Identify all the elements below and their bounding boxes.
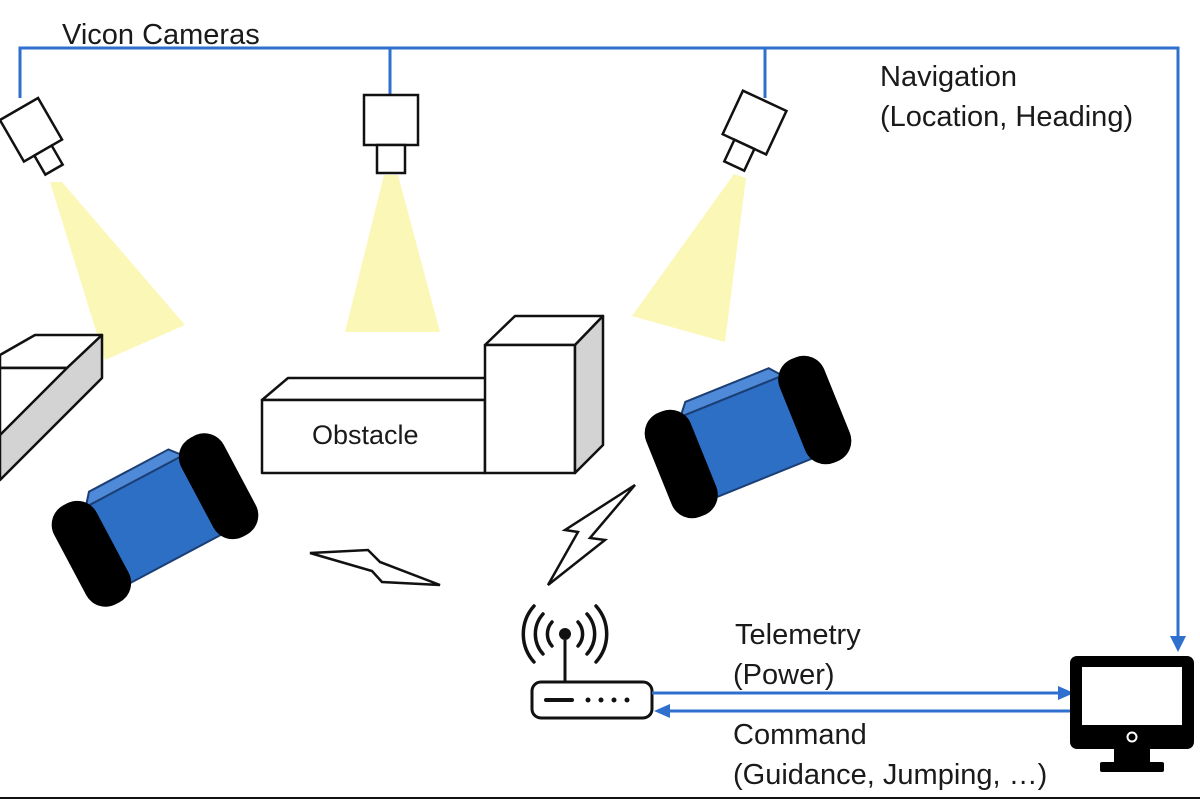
command-arrowhead bbox=[654, 704, 670, 718]
monitor-icon bbox=[1070, 656, 1194, 772]
obstacle-tall-side bbox=[573, 314, 605, 475]
camera-beam-center bbox=[345, 175, 440, 332]
robot-icon bbox=[51, 433, 259, 607]
command-label: Command bbox=[733, 719, 867, 751]
obstacle-label: Obstacle bbox=[312, 420, 419, 450]
navigation-label: Navigation bbox=[880, 61, 1018, 93]
lightning-icon bbox=[546, 483, 636, 586]
camera-icon bbox=[720, 89, 789, 173]
obstacle-low-front bbox=[260, 398, 487, 475]
cameras-label: Vicon Cameras bbox=[62, 19, 260, 51]
lightning-icon bbox=[309, 548, 441, 587]
obstacle bbox=[260, 314, 605, 475]
obstacle-low-top bbox=[260, 376, 512, 402]
camera-bus-line bbox=[18, 46, 1180, 640]
command-detail-label: (Guidance, Jumping, …) bbox=[733, 759, 1048, 791]
camera-icon bbox=[362, 93, 420, 175]
camera-beam-left bbox=[50, 182, 185, 360]
telemetry-arrowhead bbox=[1058, 686, 1074, 700]
camera-icon bbox=[0, 96, 65, 177]
camera-beams bbox=[50, 174, 746, 360]
robot-icon bbox=[644, 355, 852, 519]
link-arrows bbox=[652, 686, 1074, 718]
telemetry-label: Telemetry bbox=[735, 619, 861, 651]
navigation-wiring bbox=[18, 46, 1180, 640]
camera-beam-right bbox=[632, 174, 746, 342]
wifi-router-icon bbox=[521, 604, 654, 720]
navigation-detail-label: (Location, Heading) bbox=[880, 101, 1134, 133]
left-wall bbox=[0, 333, 104, 482]
obstacle-tall-front bbox=[483, 343, 577, 475]
navigation-arrowhead bbox=[1170, 636, 1186, 652]
telemetry-detail-label: (Power) bbox=[733, 659, 835, 691]
